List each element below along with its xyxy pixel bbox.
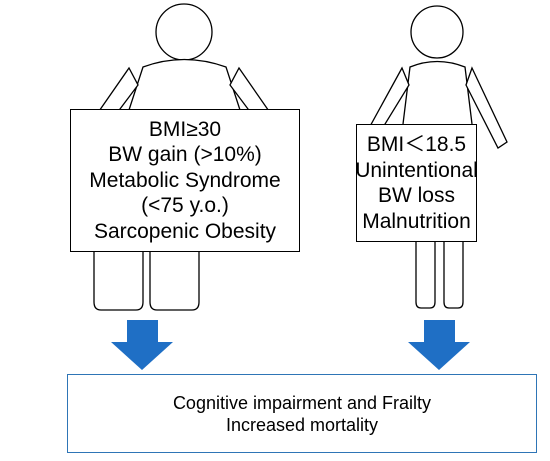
left-label-line: (<75 y.o.) <box>141 194 229 218</box>
right-label-line: Malnutrition <box>362 209 471 233</box>
right-figure-label-box: BMI＜18.5 Unintentional BW loss Malnutrit… <box>355 124 478 242</box>
right-figure-right-arm <box>465 66 508 149</box>
right-figure-head <box>410 5 464 59</box>
left-label-line: BW gain (>10%) <box>108 143 262 167</box>
outcome-line: Increased mortality <box>225 414 379 435</box>
right-label-line: BMI＜18.5 <box>366 133 467 156</box>
right-down-arrow <box>408 320 470 370</box>
right-figure-torso <box>402 60 473 125</box>
right-figure-right-leg <box>443 242 464 309</box>
left-figure-label-box: BMI≥30 BW gain (>10%) Metabolic Syndrome… <box>70 109 300 252</box>
left-figure-head <box>155 3 213 61</box>
left-figure-right-leg <box>149 252 200 311</box>
right-figure-left-leg <box>415 242 436 309</box>
left-label-line: BMI≥30 <box>148 117 222 141</box>
left-down-arrow <box>111 320 173 370</box>
left-label-line: Metabolic Syndrome <box>89 168 281 192</box>
left-figure-torso <box>128 58 241 111</box>
outcome-box: Cognitive impairment and Frailty Increas… <box>67 374 537 453</box>
left-label-line: Sarcopenic Obesity <box>93 219 277 243</box>
right-label-line: Unintentional <box>355 158 478 182</box>
right-label-line: BW loss <box>377 184 455 207</box>
left-figure-left-leg <box>93 252 144 311</box>
outcome-line: Cognitive impairment and Frailty <box>172 392 432 413</box>
